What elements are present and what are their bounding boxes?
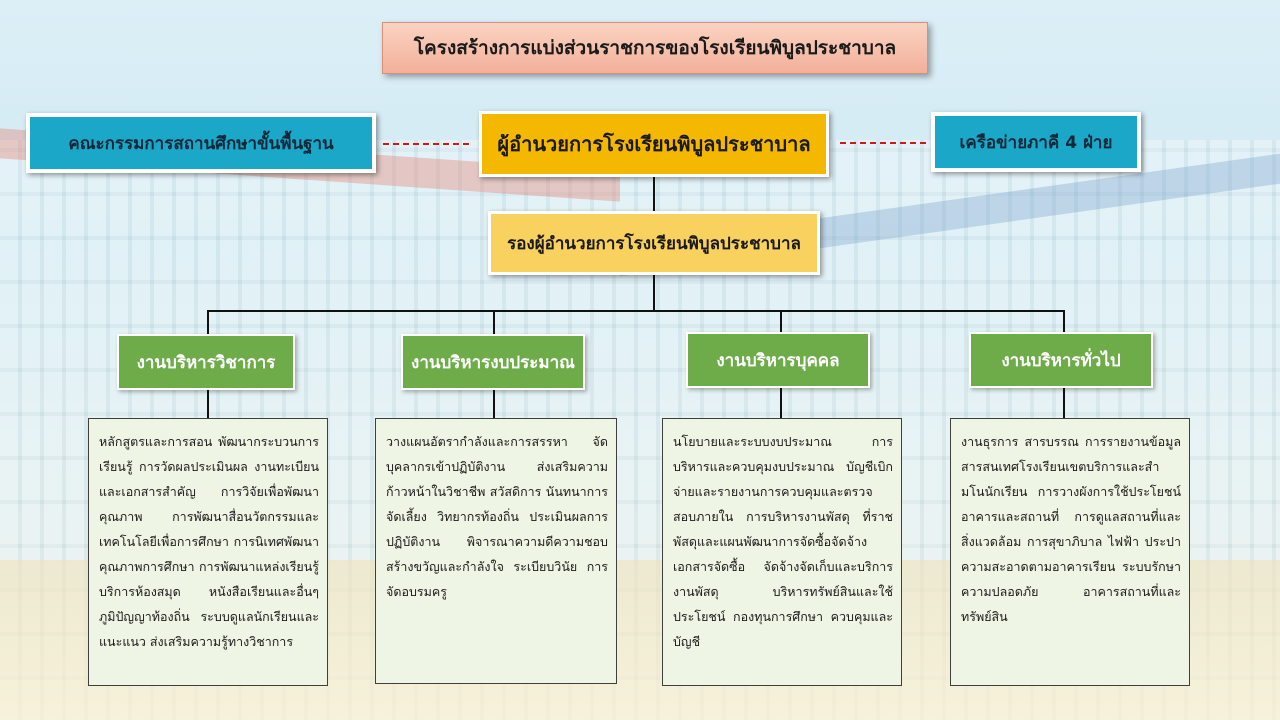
chart-title: โครงสร้างการแบ่งส่วนราชการของโรงเรียนพิบ… bbox=[382, 22, 928, 74]
dashed-link-right bbox=[840, 142, 926, 144]
connector-dept-1 bbox=[207, 310, 209, 334]
dept-personnel-description: นโยบายและระบบงบประมาณ การบริหารและควบคุม… bbox=[662, 418, 902, 686]
dashed-link-left bbox=[383, 143, 469, 145]
dept-budget-description: วางแผนอัตรากำลังและการสรรหา จัดบุคลากรเข… bbox=[375, 418, 617, 684]
connector-director-deputy bbox=[653, 177, 655, 211]
connector-dept-4 bbox=[1063, 310, 1065, 334]
dept-academic-description: หลักสูตรและการสอน พัฒนากระบวนการเรียนรู้… bbox=[88, 418, 328, 686]
connector-horizontal-bus bbox=[207, 310, 1065, 312]
connector-desc-2 bbox=[493, 390, 495, 418]
connector-deputy-bus bbox=[653, 275, 655, 311]
connector-dept-2 bbox=[493, 310, 495, 334]
director-box: ผู้อำนวยการโรงเรียนพิบูลประชาบาล bbox=[479, 111, 829, 177]
deputy-director-box: รองผู้อำนวยการโรงเรียนพิบูลประชาบาล bbox=[488, 211, 820, 275]
dept-budget-box: งานบริหารงบประมาณ bbox=[401, 334, 585, 390]
network-partners-box: เครือข่ายภาคี 4 ฝ่าย bbox=[931, 112, 1141, 172]
dept-general-box: งานบริหารทั่วไป bbox=[969, 332, 1153, 388]
connector-desc-1 bbox=[207, 390, 209, 418]
school-board-box: คณะกรรมการสถานศึกษาขั้นพื้นฐาน bbox=[26, 113, 376, 173]
connector-desc-3 bbox=[780, 388, 782, 418]
connector-dept-3 bbox=[780, 310, 782, 334]
connector-desc-4 bbox=[1063, 388, 1065, 418]
dept-personnel-box: งานบริหารบุคคล bbox=[686, 332, 870, 388]
dept-academic-box: งานบริหารวิชาการ bbox=[117, 334, 295, 390]
dept-general-description: งานธุรการ สารบรรณ การรายงานข้อมูลสารสนเท… bbox=[950, 418, 1190, 686]
